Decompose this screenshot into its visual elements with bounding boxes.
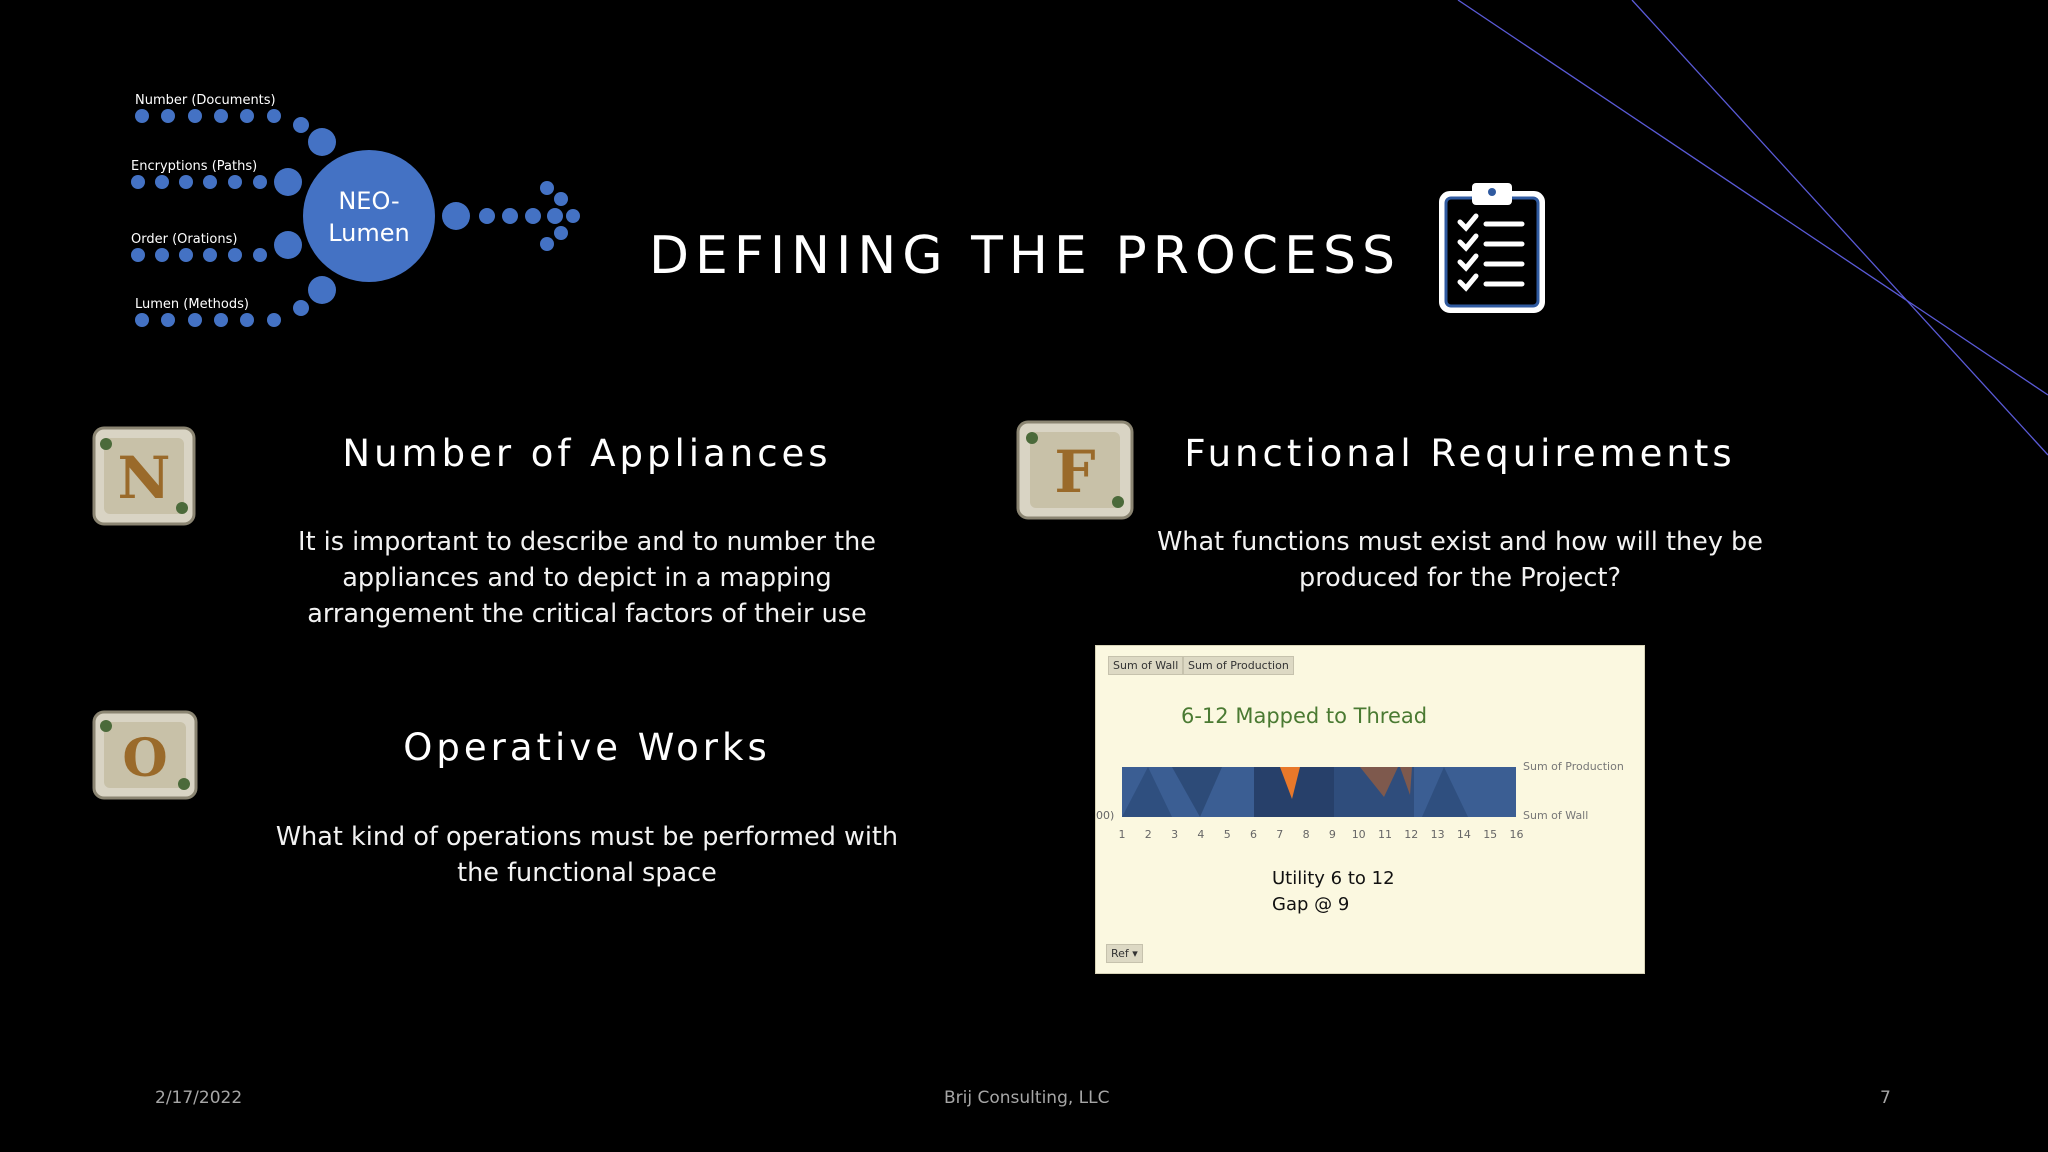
x-tick-label: 4 (1197, 828, 1205, 841)
x-tick-label: 3 (1171, 828, 1179, 841)
operative-heading: Operative Works (403, 726, 771, 769)
chart-note-line: Gap @ 9 (1272, 894, 1350, 915)
body-line: What functions must exist and how will t… (1157, 527, 1763, 557)
body-line: appliances and to depict in a mapping (342, 563, 832, 593)
operative-body: What kind of operations must be performe… (237, 819, 937, 891)
x-tick-label: 2 (1144, 828, 1152, 841)
footer-page-number: 7 (1880, 1088, 1891, 1108)
chart-note-line: Utility 6 to 12 (1272, 868, 1395, 889)
axis-cut-label: 00) (1096, 809, 1115, 822)
requirements-heading: Functional Requirements (1184, 432, 1736, 475)
x-tick-label: 1 (1118, 828, 1126, 841)
requirements-body: What functions must exist and how will t… (1110, 524, 1810, 596)
center-label-line: Lumen (328, 219, 410, 247)
center-label-line: NEO- (338, 187, 400, 215)
x-tick-label: 9 (1328, 828, 1336, 841)
footer-date: 2/17/2022 (155, 1088, 243, 1108)
diagram-input-label: Order (Orations) (131, 232, 238, 247)
production-segment (1280, 767, 1300, 799)
x-tick-label: 6 (1250, 828, 1257, 841)
diagram-input-label: Lumen (Methods) (135, 297, 249, 312)
x-tick-label: 7 (1276, 828, 1284, 841)
body-line: produced for the Project? (1299, 563, 1621, 593)
appliances-heading: Number of Appliances (342, 432, 832, 475)
neo-lumen-graphic (131, 109, 580, 327)
letter-tile-o-icon: O (92, 710, 198, 800)
letter-tile-n-icon: N (92, 426, 196, 526)
x-tick-label: 16 (1509, 828, 1524, 841)
body-line: arrangement the critical factors of thei… (307, 599, 867, 629)
appliances-body: It is important to describe and to numbe… (237, 524, 937, 632)
thread-band-chart (1122, 767, 1516, 817)
letter-tile-f-icon: F (1016, 420, 1134, 520)
legend-wall: Sum of Wall (1523, 809, 1589, 822)
footer-company: Brij Consulting, LLC (944, 1088, 1110, 1108)
slide-title: DEFINING THE PROCESS (649, 226, 1401, 286)
diagram-input-label: Number (Documents) (135, 93, 276, 108)
x-tick-label: 12 (1404, 828, 1419, 841)
chart-title: 6-12 Mapped to Thread (1181, 704, 1428, 728)
ref-dropdown[interactable]: Ref ▾ (1106, 944, 1143, 963)
tile-letter: F (1054, 438, 1095, 506)
body-line: the functional space (457, 858, 717, 888)
body-line: It is important to describe and to numbe… (298, 527, 876, 557)
body-line: What kind of operations must be performe… (275, 822, 899, 852)
x-tick-label: 10 (1351, 828, 1366, 841)
x-tick-label: 15 (1483, 828, 1498, 841)
wall-segment (1334, 767, 1414, 817)
x-tick-label: 5 (1223, 828, 1231, 841)
diagram-center-label: NEO- Lumen (303, 185, 435, 249)
wall-segment (1122, 767, 1172, 817)
legend-production: Sum of Production (1523, 760, 1624, 773)
diagram-input-label: Encryptions (Paths) (131, 159, 258, 174)
sum-of-production-tab[interactable]: Sum of Production (1183, 656, 1294, 675)
chart-panel: Sum of Wall Sum of Production 6-12 Mappe… (1095, 645, 1645, 974)
neo-lumen-diagram: Number (Documents) Encryptions (Paths) O… (120, 85, 600, 345)
clipboard-checklist-icon (1439, 183, 1545, 313)
tile-letter: N (117, 444, 170, 512)
x-tick-label: 14 (1456, 828, 1471, 841)
tile-letter: O (122, 728, 167, 789)
x-tick-label: 8 (1302, 828, 1310, 841)
wall-segment (1422, 767, 1468, 817)
x-tick-label: 13 (1430, 828, 1445, 841)
sum-of-wall-tab[interactable]: Sum of Wall (1108, 656, 1184, 675)
x-tick-label: 11 (1378, 828, 1392, 841)
wall-segment (1172, 767, 1222, 817)
